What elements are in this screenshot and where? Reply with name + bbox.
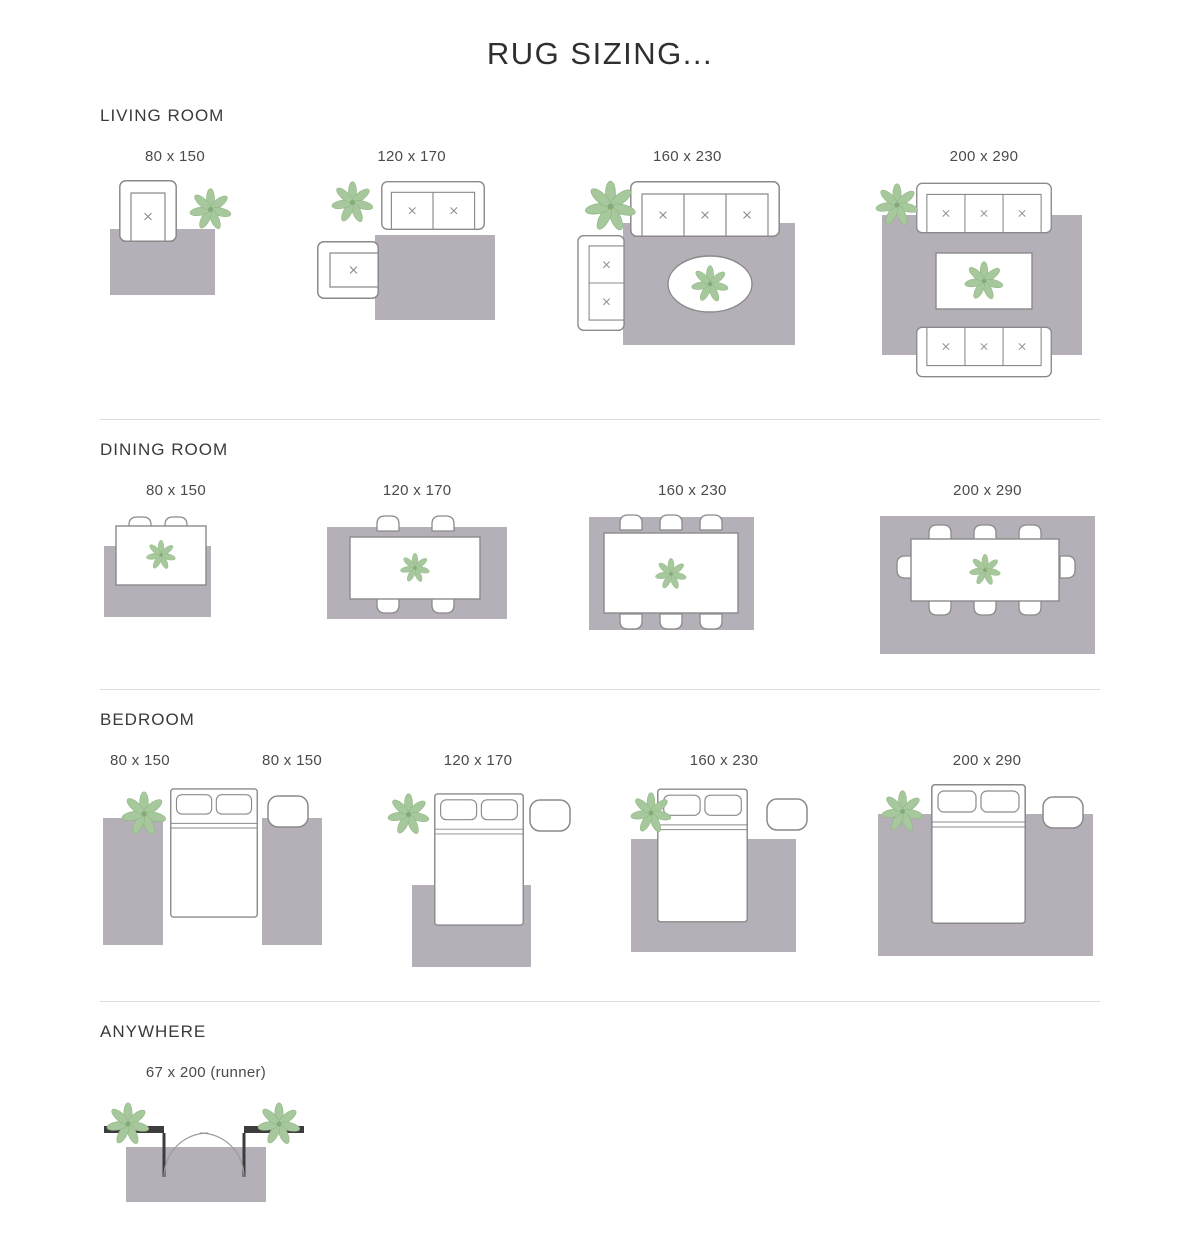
size-label: 120 x 170 [377, 148, 446, 165]
figure-living-room-160x230: 160 x 230 [573, 148, 801, 349]
chair-icon [699, 613, 723, 630]
chair-icon [431, 597, 455, 614]
section-anywhere: ANYWHERE 67 x 200 (runner) [100, 1002, 1100, 1241]
chair-icon [659, 613, 683, 630]
size-label: 80 x 150 [262, 752, 322, 769]
size-label: 160 x 230 [689, 752, 759, 769]
chair-icon [431, 515, 455, 532]
living-room-160x230-diagram [573, 180, 796, 345]
sofa-icon [917, 327, 1052, 376]
size-label-pair: 80 x 150 80 x 150 [100, 752, 332, 769]
armchair-icon [317, 242, 377, 298]
dining-room-160x230-diagram [589, 514, 755, 630]
bed-icon [434, 793, 524, 926]
bedroom-200x290-diagram [878, 784, 1093, 956]
anywhere-runner-diagram [104, 1102, 304, 1202]
loveseat-icon [578, 236, 624, 331]
size-label: 80 x 150 [145, 148, 205, 165]
size-label: 120 x 170 [443, 752, 513, 769]
size-label: 200 x 290 [949, 148, 1019, 165]
living-room-80x150-diagram [110, 177, 233, 295]
bedroom-row: 80 x 150 80 x 150 120 x 170 [100, 752, 1100, 971]
nightstand-icon [766, 798, 808, 831]
plant-icon [330, 181, 374, 224]
door-swing-arc [199, 1132, 245, 1178]
chair-icon [1059, 555, 1076, 579]
section-dining-room: DINING ROOM 80 x 150 120 x 170 [100, 420, 1100, 690]
door-swing-arc [163, 1132, 209, 1178]
section-living-room: LIVING ROOM 80 x 150 120 x 170 [100, 86, 1100, 420]
chair-icon [376, 515, 400, 532]
chair-icon [619, 613, 643, 630]
bedroom-80x150-diagram [103, 788, 322, 945]
bedroom-120x170-diagram [386, 793, 571, 967]
bed-icon [170, 788, 258, 918]
section-heading-bedroom: BEDROOM [100, 710, 195, 729]
sofa-icon [381, 182, 483, 230]
chair-icon [1018, 599, 1042, 616]
size-label: 120 x 170 [382, 482, 452, 499]
sofa-icon [631, 182, 779, 236]
section-bedroom: BEDROOM 80 x 150 80 x 150 120 x 170 [100, 690, 1100, 1002]
chair-icon [1018, 524, 1042, 541]
chair-icon [699, 514, 723, 531]
size-label: 80 x 150 [146, 482, 206, 499]
figure-bedroom-120x170: 120 x 170 [382, 752, 574, 971]
size-label: 200 x 290 [953, 482, 1022, 499]
figure-living-room-120x170: 120 x 170 [317, 148, 507, 337]
figure-dining-room-80x150: 80 x 150 [100, 482, 252, 623]
bedroom-160x230-diagram [629, 788, 808, 952]
living-room-120x170-diagram [317, 177, 495, 320]
dining-room-row: 80 x 150 120 x 170 [100, 482, 1100, 659]
chair-icon [619, 514, 643, 531]
figure-dining-room-200x290: 200 x 290 [875, 482, 1100, 659]
chair-icon [973, 599, 997, 616]
nightstand-icon [529, 799, 571, 832]
figure-bedroom-200x290: 200 x 290 [874, 752, 1100, 959]
rug-swatch [262, 818, 322, 945]
dining-room-200x290-diagram [879, 516, 1095, 654]
section-heading-dining-room: DINING ROOM [100, 440, 229, 459]
living-room-200x290-diagram [874, 177, 1082, 389]
figure-dining-room-120x170: 120 x 170 [325, 482, 510, 626]
figure-living-room-80x150: 80 x 150 [100, 148, 250, 312]
section-heading-anywhere: ANYWHERE [100, 1022, 207, 1041]
figure-living-room-200x290: 200 x 290 [868, 148, 1100, 389]
size-label: 160 x 230 [658, 482, 727, 499]
bed-icon [657, 788, 748, 923]
anywhere-row: 67 x 200 (runner) [100, 1064, 1100, 1211]
living-room-row: 80 x 150 120 x 170 [100, 148, 1100, 389]
size-label: 160 x 230 [653, 148, 722, 165]
page-title: RUG SIZING... [486, 36, 714, 71]
nightstand-icon [267, 795, 309, 828]
sofa-icon [917, 183, 1052, 232]
chair-icon [896, 555, 913, 579]
size-label: 80 x 150 [110, 752, 170, 769]
chair-icon [928, 524, 952, 541]
chair-icon [659, 514, 683, 531]
figure-dining-room-160x230: 160 x 230 [582, 482, 802, 636]
figure-bedroom-160x230: 160 x 230 [624, 752, 824, 961]
rug-swatch [103, 818, 163, 945]
dining-room-120x170-diagram [326, 515, 507, 619]
plant-icon [188, 188, 233, 231]
rug-swatch [374, 235, 495, 320]
chair-icon [928, 599, 952, 616]
chair-icon [376, 597, 400, 614]
figure-anywhere-runner: 67 x 200 (runner) [100, 1064, 312, 1211]
size-label: 200 x 290 [952, 752, 1022, 769]
chair-icon [973, 524, 997, 541]
plant-icon [105, 1102, 151, 1146]
section-heading-living-room: LIVING ROOM [100, 106, 225, 125]
figure-bedroom-two-80x150: 80 x 150 80 x 150 [100, 752, 332, 953]
size-label: 67 x 200 (runner) [145, 1064, 267, 1081]
plant-icon [256, 1102, 302, 1146]
nightstand-icon [1042, 796, 1084, 829]
plant-icon [386, 793, 431, 836]
dining-room-80x150-diagram [104, 516, 211, 617]
armchair-icon [120, 181, 176, 241]
bed-icon [931, 784, 1026, 924]
